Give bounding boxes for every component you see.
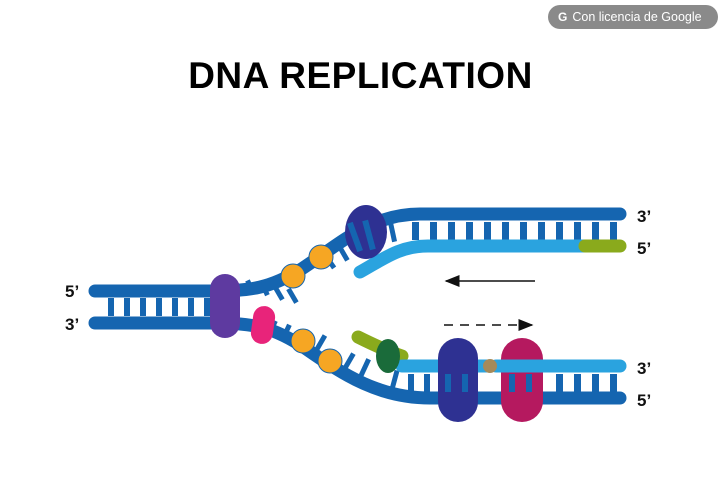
label-lower-right-top: 3’: [637, 359, 651, 378]
leading-strand: [353, 239, 592, 279]
label-left-bottom: 3’: [65, 315, 79, 334]
topoisomerase: [250, 306, 276, 344]
label-lower-right-bottom: 5’: [637, 391, 651, 410]
ssb-protein: [308, 244, 334, 270]
label-upper-right-bottom: 5’: [637, 239, 651, 258]
label-left-top: 5’: [65, 282, 79, 301]
sliding-clamp: [501, 338, 543, 422]
ssb-protein: [280, 263, 306, 289]
lagging-polymerase: [438, 338, 478, 422]
label-upper-right-top: 3’: [637, 207, 651, 226]
ssb-protein: [290, 328, 316, 354]
ligase: [483, 359, 497, 373]
primase: [376, 339, 400, 373]
license-badge[interactable]: G Con licencia de Google: [548, 5, 718, 29]
ssb-protein: [317, 348, 343, 374]
parental-rungs: [108, 298, 210, 316]
leading-polymerase: [345, 205, 387, 259]
google-g-icon: G: [558, 10, 568, 24]
helicase: [210, 274, 240, 338]
license-text: Con licencia de Google: [572, 10, 702, 24]
page-title: DNA REPLICATION: [188, 55, 533, 96]
